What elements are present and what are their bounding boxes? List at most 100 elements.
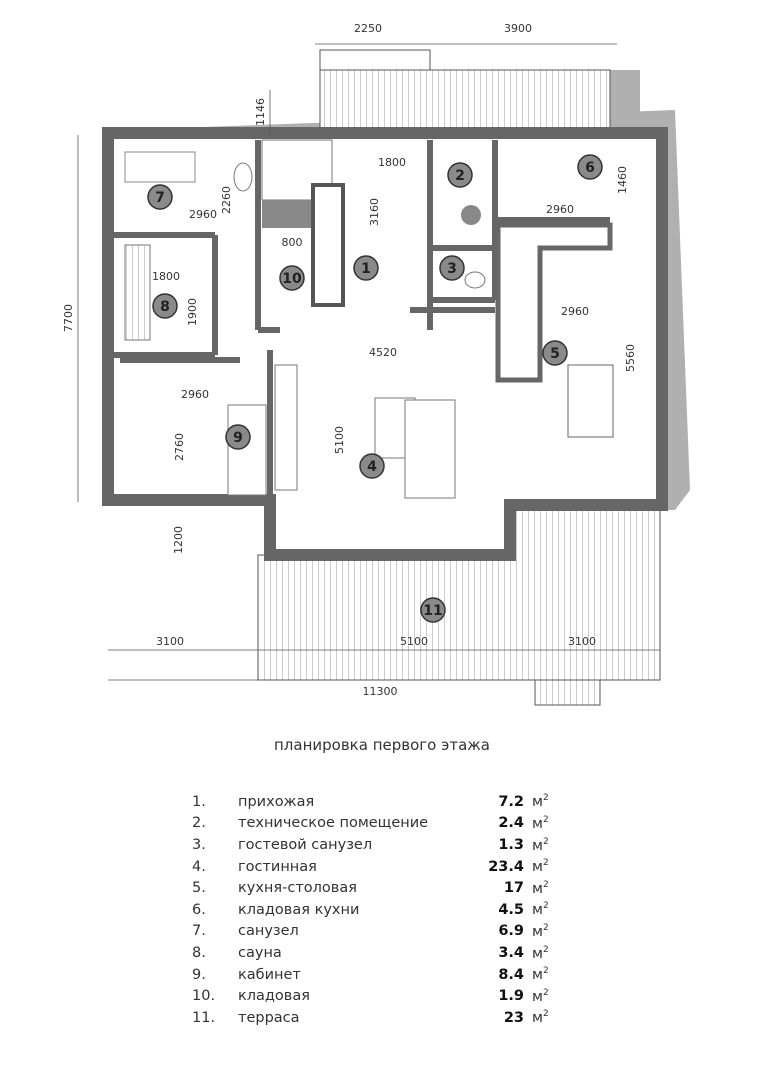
dim-label: 7700 — [62, 304, 75, 332]
legend-number: 4. — [192, 858, 206, 875]
dim-label: 3100 — [568, 635, 596, 648]
room-marker-number: 1 — [361, 261, 371, 277]
dim-label: 1800 — [378, 156, 406, 169]
legend-room-name: санузел — [238, 923, 299, 940]
dim-label: 2960 — [181, 388, 209, 401]
room-marker-number: 7 — [155, 190, 165, 206]
legend-unit: м2 — [524, 880, 572, 897]
dim-label: 1460 — [616, 166, 629, 194]
unit-exponent: 2 — [542, 1009, 549, 1020]
legend-room-name: гостевой санузел — [238, 836, 373, 853]
room-marker: 10 — [279, 265, 305, 291]
interior-walls — [108, 140, 610, 500]
legend-unit: м2 — [524, 793, 572, 810]
legend-area: 23.4 — [488, 858, 524, 875]
dim-label: 2960 — [561, 305, 589, 318]
legend-number: 3. — [192, 836, 206, 853]
legend-area: 3.4 — [498, 944, 524, 961]
legend-area: 1.3 — [498, 836, 524, 853]
dim-label: 2250 — [354, 22, 382, 35]
legend-area: 6.9 — [498, 923, 524, 940]
dimension-lines — [77, 43, 660, 681]
dim-label: 1200 — [172, 526, 185, 554]
room-marker-circle — [447, 162, 473, 188]
dim-label: 4520 — [369, 346, 397, 359]
fixtures — [124, 139, 614, 499]
room-marker: 8 — [152, 293, 178, 319]
room-marker-circle — [279, 265, 305, 291]
room-marker-number: 3 — [447, 261, 457, 277]
room-marker-number: 4 — [367, 459, 377, 475]
dim-label: 5100 — [400, 635, 428, 648]
legend-unit: м2 — [524, 945, 572, 962]
room-marker-number: 6 — [585, 160, 595, 176]
unit-base: м — [532, 966, 543, 983]
room-marker-number: 5 — [550, 346, 560, 362]
legend-unit: м2 — [524, 858, 572, 875]
dim-label: 2960 — [546, 203, 574, 216]
legend-number: 6. — [192, 901, 206, 918]
legend-area: 2.4 — [498, 815, 524, 832]
room-marker: 5 — [542, 340, 568, 366]
room-marker-circle — [542, 340, 568, 366]
room-marker-number: 9 — [233, 430, 243, 446]
room-marker-number: 11 — [423, 603, 442, 619]
unit-exponent: 2 — [542, 879, 549, 890]
room-marker-circle — [420, 597, 446, 623]
room-marker: 9 — [225, 424, 251, 450]
dim-label: 1900 — [186, 298, 199, 326]
unit-exponent: 2 — [542, 922, 549, 933]
unit-exponent: 2 — [542, 836, 549, 847]
room-marker-number: 10 — [282, 271, 302, 287]
room-marker: 7 — [147, 184, 173, 210]
unit-base: м — [532, 880, 543, 897]
room-marker-circle — [577, 154, 603, 180]
dim-label: 800 — [282, 236, 303, 249]
dim-label: 1800 — [152, 270, 180, 283]
unit-base: м — [532, 837, 543, 854]
legend-unit: м2 — [524, 1009, 572, 1026]
unit-base: м — [532, 902, 543, 919]
front-porch — [319, 49, 611, 133]
room-marker-circle — [353, 255, 379, 281]
legend-number: 8. — [192, 944, 206, 961]
unit-base: м — [532, 923, 543, 940]
dim-label: 2260 — [220, 186, 233, 214]
legend-unit: м2 — [524, 988, 572, 1005]
room-marker: 3 — [439, 255, 465, 281]
legend-number: 10. — [192, 988, 216, 1005]
plan-caption: планировка первого этажа — [274, 736, 490, 754]
legend-room-name: кухня-столовая — [238, 880, 357, 897]
room-marker: 6 — [577, 154, 603, 180]
house-floor — [102, 127, 668, 561]
legend-room-name: терраса — [238, 1009, 300, 1026]
legend-room-name: сауна — [238, 944, 282, 961]
legend-unit: м2 — [524, 966, 572, 983]
unit-exponent: 2 — [542, 858, 549, 869]
legend-row: 3. гостевой санузел 1.3 м2 — [192, 834, 572, 856]
legend-area: 17 — [503, 880, 524, 897]
legend-area: 23 — [503, 1009, 524, 1026]
dim-label: 5100 — [333, 426, 346, 454]
room-marker-circle — [359, 453, 385, 479]
room-marker-circle — [439, 255, 465, 281]
dim-label: 3900 — [504, 22, 532, 35]
legend-room-name: кладовая — [238, 988, 310, 1005]
legend-number: 11. — [192, 1009, 216, 1026]
unit-exponent: 2 — [542, 901, 549, 912]
legend-room-name: гостинная — [238, 858, 317, 875]
room-marker: 11 — [420, 597, 446, 623]
legend-room-name: кладовая кухни — [238, 901, 360, 918]
room-marker: 1 — [353, 255, 379, 281]
unit-base: м — [532, 815, 543, 832]
unit-exponent: 2 — [542, 944, 549, 955]
dim-label: 2960 — [189, 208, 217, 221]
